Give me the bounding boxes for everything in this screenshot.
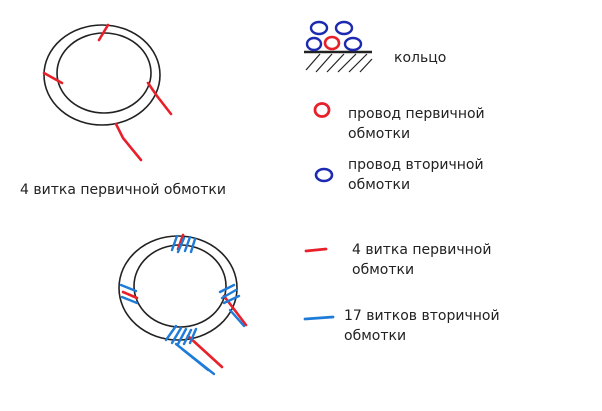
primary-turn-mark xyxy=(146,81,173,116)
secondary-turn-mark xyxy=(188,327,198,345)
legend-primary-turns-swatch xyxy=(304,247,328,253)
primary-turn-mark xyxy=(176,233,185,251)
primary-turn-mark xyxy=(42,71,64,85)
legend-secondary-turns-swatch xyxy=(303,315,335,321)
secondary-turn-mark xyxy=(176,236,186,254)
secondary-turn-mark xyxy=(218,283,236,294)
ring-hatching xyxy=(305,53,373,73)
legend-primary-wire-icon xyxy=(313,102,331,118)
top-ring-caption: 4 витка первичной обмотки xyxy=(20,182,226,198)
secondary-turn-mark xyxy=(180,347,210,372)
secondary-turn-mark xyxy=(228,308,246,328)
bottom-primary-turns xyxy=(121,233,248,369)
primary-turn-mark xyxy=(121,290,139,300)
bottom-toroid xyxy=(118,233,248,376)
legend-secondary-wire-label: провод вторичной обмотки xyxy=(348,157,484,193)
legend-ring-label: кольцо xyxy=(394,50,447,66)
secondary-turn-mark xyxy=(222,294,241,305)
top-toroid xyxy=(42,23,173,162)
top-ring-inner xyxy=(56,32,152,114)
secondary-turn-mark xyxy=(170,234,179,252)
legend-ring-cross-section xyxy=(304,20,373,73)
legend-secondary-wire-icon xyxy=(314,167,334,183)
secondary-turn-mark xyxy=(220,288,238,300)
secondary-turn-mark xyxy=(182,328,193,346)
secondary-turn-mark xyxy=(176,327,188,346)
secondary-turn-mark xyxy=(189,237,197,254)
primary-turn-mark xyxy=(186,334,224,369)
top-primary-turns xyxy=(42,23,173,162)
primary-turn-mark xyxy=(114,122,143,162)
secondary-wire-crosssections xyxy=(305,20,363,52)
secondary-turn-mark xyxy=(170,326,183,345)
bottom-secondary-turns xyxy=(119,234,246,376)
legend-secondary-turns-label: 17 витков вторичной обмотки xyxy=(344,308,500,344)
legend-primary-wire-label: провод первичной обмотки xyxy=(348,106,485,142)
secondary-turn-mark xyxy=(183,235,192,253)
bottom-ring-inner xyxy=(133,244,227,328)
secondary-turn-mark xyxy=(119,283,138,293)
secondary-turn-mark xyxy=(120,295,139,305)
legend-primary-turns-label: 4 витка первичной обмотки xyxy=(352,242,492,278)
secondary-turn-mark xyxy=(164,324,178,342)
primary-turn-mark xyxy=(97,23,110,42)
top-ring-outer xyxy=(43,24,161,126)
primary-wire-crosssection xyxy=(323,35,341,51)
